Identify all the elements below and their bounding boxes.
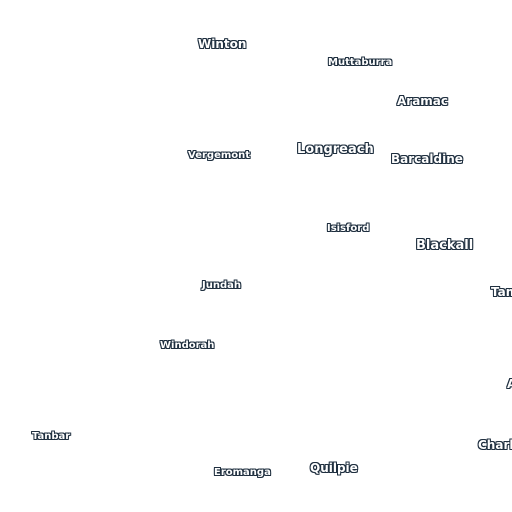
place-label-aramac[interactable]: Aramac: [397, 94, 449, 108]
place-label-augathella[interactable]: A: [507, 377, 512, 391]
place-label-muttaburra[interactable]: Muttaburra: [328, 57, 393, 68]
place-label-winton[interactable]: Winton: [198, 37, 247, 51]
place-label-isisford[interactable]: Isisford: [327, 223, 370, 234]
place-label-barcaldine[interactable]: Barcaldine: [391, 152, 463, 166]
place-label-blackall[interactable]: Blackall: [416, 238, 474, 253]
place-label-eromanga[interactable]: Eromanga: [214, 467, 271, 478]
place-label-tambo[interactable]: Tam: [491, 285, 512, 299]
place-label-tanbar[interactable]: Tanbar: [32, 431, 71, 442]
place-label-windorah[interactable]: Windorah: [160, 340, 215, 351]
place-label-quilpie[interactable]: Quilpie: [310, 461, 358, 475]
place-label-longreach[interactable]: Longreach: [297, 142, 374, 157]
place-label-vergemont[interactable]: Vergemont: [188, 150, 251, 161]
place-label-jundah[interactable]: Jundah: [202, 280, 241, 291]
place-label-charleville[interactable]: Charl: [478, 438, 512, 452]
